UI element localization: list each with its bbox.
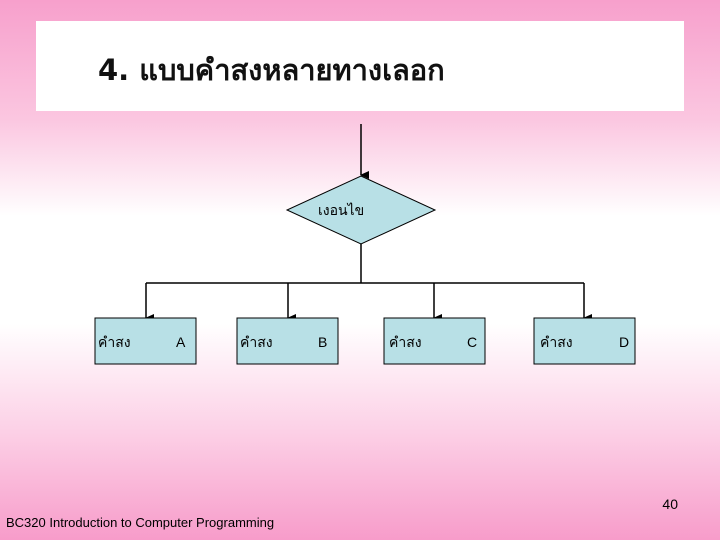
statement-label-c: คำสง bbox=[389, 335, 422, 351]
condition-label: เงอนไข bbox=[318, 203, 365, 219]
statement-box-c bbox=[383, 317, 486, 365]
statement-box-b bbox=[236, 317, 339, 365]
footer-text: BC320 Introduction to Computer Programmi… bbox=[6, 515, 275, 530]
statement-letter-c: C bbox=[467, 334, 478, 350]
statement-letter-a: A bbox=[176, 334, 186, 350]
statement-label-d: คำสง bbox=[540, 335, 573, 351]
page-number: 40 bbox=[662, 496, 678, 512]
statement-letter-b: B bbox=[318, 334, 328, 350]
title-box: 4. แบบคำสงหลายทางเลอก bbox=[36, 21, 684, 111]
statement-label-b: คำสง bbox=[240, 335, 273, 351]
slide-title: 4. แบบคำสงหลายทางเลอก bbox=[98, 53, 445, 87]
statement-label-a: คำสง bbox=[98, 335, 131, 351]
statement-box-a bbox=[94, 317, 197, 365]
statement-letter-d: D bbox=[619, 334, 630, 350]
statement-box-d bbox=[533, 317, 636, 365]
